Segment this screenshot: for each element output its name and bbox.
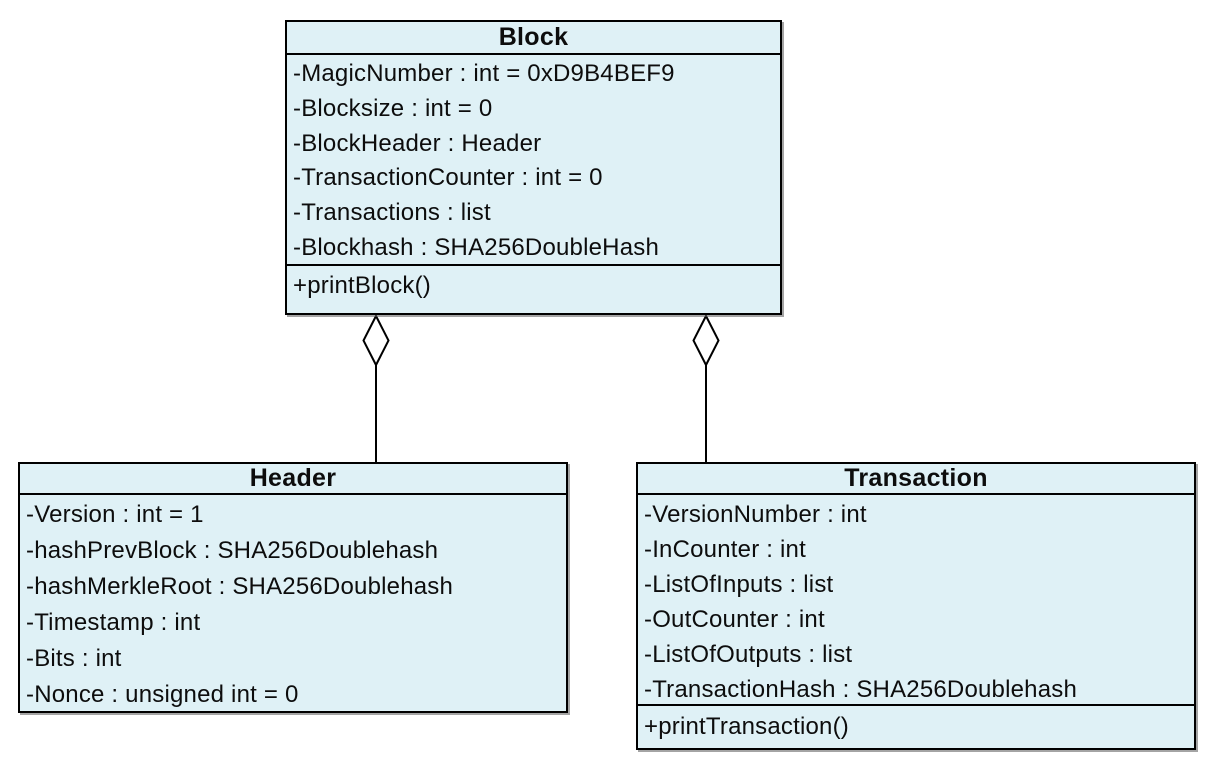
class-title-transaction: Transaction — [638, 464, 1194, 495]
aggregation-block-header — [362, 313, 390, 462]
attribute: -MagicNumber : int = 0xD9B4BEF9 — [293, 60, 675, 87]
class-box-block: Block -MagicNumber : int = 0xD9B4BEF9 -B… — [285, 20, 782, 315]
attribute: -Timestamp : int — [26, 609, 201, 636]
method: +printBlock() — [293, 272, 431, 299]
attribute: -Bits : int — [26, 645, 122, 672]
attribute: -BlockHeader : Header — [293, 129, 542, 157]
attribute: -Blockhash : SHA256DoubleHash — [293, 233, 659, 261]
class-attributes-block: -MagicNumber : int = 0xD9B4BEF9 -Blocksi… — [287, 55, 780, 264]
attribute: -Blocksize : int = 0 — [293, 94, 493, 122]
attribute: -hashPrevBlock : SHA256Doublehash — [26, 537, 439, 564]
attribute: -Transactions : list — [293, 199, 491, 227]
class-title-header: Header — [20, 464, 566, 495]
class-attributes-transaction: -VersionNumber : int -InCounter : int -L… — [638, 495, 1194, 704]
attribute: -OutCounter : int — [644, 606, 825, 633]
class-title-block: Block — [287, 22, 780, 55]
class-methods-transaction: +printTransaction() — [638, 704, 1194, 748]
class-box-header: Header -Version : int = 1 -hashPrevBlock… — [18, 462, 568, 713]
attribute: -VersionNumber : int — [644, 501, 867, 528]
attribute: -hashMerkleRoot : SHA256Doublehash — [26, 573, 454, 600]
attribute: -Version : int = 1 — [26, 501, 204, 528]
aggregation-diamond-block-transaction — [692, 313, 720, 368]
attribute: -TransactionHash : SHA256Doublehash — [644, 676, 1078, 703]
class-methods-block: +printBlock() — [287, 264, 780, 313]
attribute: -ListOfInputs : list — [644, 571, 834, 598]
class-box-transaction: Transaction -VersionNumber : int -InCoun… — [636, 462, 1196, 750]
aggregation-diamond-block-header — [362, 313, 390, 368]
attribute: -InCounter : int — [644, 536, 806, 563]
attribute: -TransactionCounter : int = 0 — [293, 164, 603, 192]
attribute: -ListOfOutputs : list — [644, 641, 853, 668]
method: +printTransaction() — [644, 713, 849, 740]
class-attributes-header: -Version : int = 1 -hashPrevBlock : SHA2… — [20, 495, 566, 711]
attribute: -Nonce : unsigned int = 0 — [26, 681, 299, 708]
aggregation-block-transaction — [692, 313, 720, 462]
